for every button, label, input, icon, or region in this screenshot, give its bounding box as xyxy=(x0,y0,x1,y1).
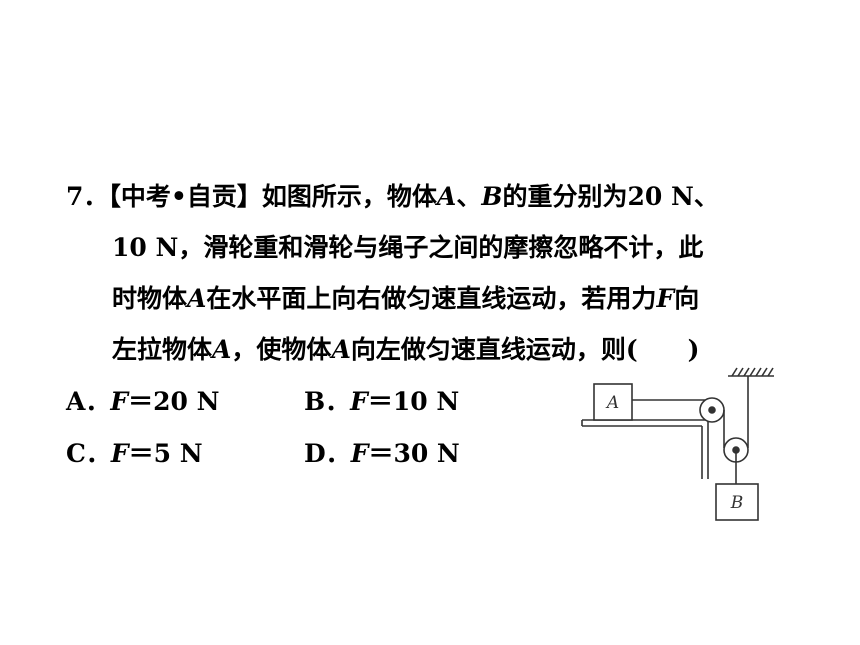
option-value: ＝30 N xyxy=(368,439,460,468)
var-a: A xyxy=(436,182,457,211)
option-d[interactable]: D．F＝30 N xyxy=(304,438,460,470)
var-a: A xyxy=(187,284,207,313)
movable-pulley-axle xyxy=(732,446,740,454)
option-value: ＝5 N xyxy=(128,439,203,468)
option-a[interactable]: A．F＝20 N xyxy=(66,386,220,418)
block-a-label: A xyxy=(605,393,619,413)
option-letter: C． xyxy=(66,439,111,468)
option-value: ＝10 N xyxy=(367,387,460,416)
question-line-1: 7．【中考•自贡】如图所示，物体A、B的重分别为20 N、 xyxy=(66,181,719,213)
question-text: 如图所示，物体 xyxy=(261,182,437,211)
question-number: 7． xyxy=(66,182,109,211)
option-value: ＝20 N xyxy=(128,387,220,416)
var-f: F xyxy=(110,439,129,468)
pulley-figure: A B xyxy=(581,367,774,521)
var-a: A xyxy=(331,335,351,364)
var-f: F xyxy=(110,387,129,416)
block-b-label: B xyxy=(730,493,744,513)
var-f: F xyxy=(350,439,369,468)
question-text: 的重分别为20 N、 xyxy=(502,182,719,211)
question-line-2: 10 N，滑轮重和滑轮与绳子之间的摩擦忽略不计，此 xyxy=(112,233,704,262)
var-f: F xyxy=(350,387,368,416)
block-b xyxy=(715,483,759,521)
question-text: ，使物体 xyxy=(231,335,332,364)
var-b: B xyxy=(481,182,503,211)
question-text: 时物体 xyxy=(112,284,188,313)
option-letter: B． xyxy=(304,387,351,416)
fixed-pulley-axle xyxy=(708,406,716,414)
question-text: 向左做匀速直线运动，则( ) xyxy=(350,335,700,364)
question-line-4: 左拉物体A，使物体A向左做匀速直线运动，则( ) xyxy=(112,334,700,366)
question-text: 、 xyxy=(456,182,482,211)
ceiling-hatch xyxy=(731,367,774,377)
option-letter: D． xyxy=(304,439,351,468)
question-line-3: 时物体A在水平面上向右做匀速直线运动，若用力F向 xyxy=(112,283,699,315)
var-f: F xyxy=(656,284,675,313)
question-text: 向 xyxy=(674,284,700,313)
question-text: 左拉物体 xyxy=(112,335,213,364)
question-source: 【中考•自贡】 xyxy=(108,182,262,211)
question-text: 在水平面上向右做匀速直线运动，若用力 xyxy=(206,284,657,313)
block-a xyxy=(593,383,633,421)
var-a: A xyxy=(212,335,232,364)
option-c[interactable]: C．F＝5 N xyxy=(66,438,203,470)
option-letter: A． xyxy=(66,387,111,416)
option-b[interactable]: B．F＝10 N xyxy=(304,386,459,418)
